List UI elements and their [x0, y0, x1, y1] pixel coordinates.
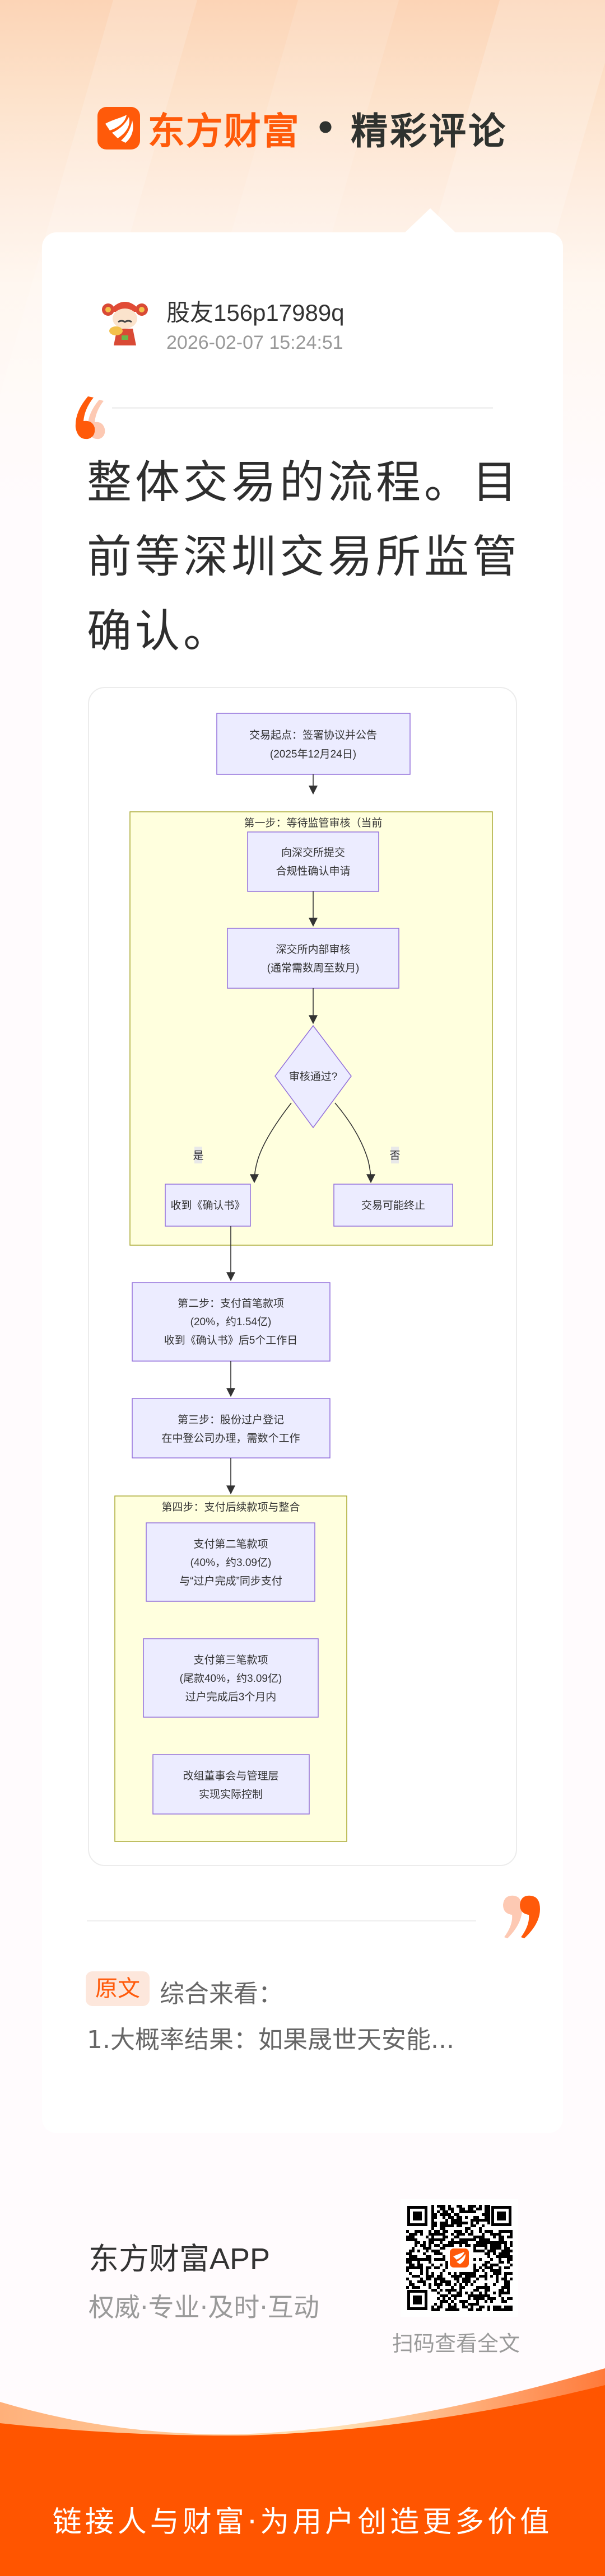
node-text: 支付第三笔款项: [193, 1654, 268, 1666]
node-text: (20%，约1.54亿): [190, 1316, 272, 1328]
node-text: 交易可能终止: [361, 1199, 425, 1212]
footer-slogan: 链接人与财富·为用户创造更多价值: [52, 2505, 553, 2539]
step3-node: 第三步：股份过户登记 在中登公司办理，需数个工作: [132, 1398, 331, 1458]
flowchart-image[interactable]: .node { fill: #ececff; stroke: #9370db; …: [88, 687, 517, 1866]
avatar[interactable]: [97, 294, 153, 350]
app-name: 东方财富APP: [89, 2242, 271, 2276]
original-text-line[interactable]: 综合来看：: [160, 1980, 283, 2008]
original-text-badge: 原文: [86, 1971, 150, 2006]
yes-label: 是: [193, 1150, 203, 1162]
node-text: 交易起点：签署协议并公告: [249, 729, 377, 741]
close-quote-icon: [503, 1895, 540, 1938]
timestamp: 2026-02-07 15:24:51: [166, 332, 343, 353]
qr-caption: 扫码查看全文: [392, 2331, 520, 2356]
start-node: 交易起点：签署协议并公告 (2025年12月24日): [216, 713, 411, 775]
edge-yes: [250, 1102, 292, 1184]
open-quote-icon: [75, 396, 105, 440]
group-title: 第一步：等待监管审核（当前: [244, 817, 382, 829]
node-text: 收到《确认书》: [170, 1199, 245, 1212]
step2-node: 第二步：支付首笔款项 (20%，约1.54亿) 收到《确认书》后5个工作日: [132, 1282, 331, 1362]
footer-wave: [0, 2368, 605, 2576]
node-text: 深交所内部审核: [276, 943, 350, 956]
god-of-wealth-avatar-icon: [102, 302, 148, 345]
page-header: 东方财富 • 精彩评论: [0, 103, 605, 153]
payment3-node: 支付第三笔款项 (尾款40%，约3.09亿) 过户完成后3个月内: [143, 1638, 319, 1718]
comment-text: 整体交易的流程。目前等深圳交易所监管确认。: [87, 456, 520, 657]
control-node: 改组董事会与管理层 实现实际控制: [152, 1754, 310, 1815]
comment-card: 股友156p17989q 2026-02-07 15:24:51 整体交易的流程…: [42, 232, 563, 2133]
card-pointer: [403, 208, 457, 234]
edge-no: [334, 1102, 375, 1184]
node-text: (尾款40%，约3.09亿): [180, 1672, 282, 1685]
node-text: 过户完成后3个月内: [185, 1691, 277, 1703]
node-text: 收到《确认书》后5个工作日: [164, 1334, 298, 1347]
node-text: 在中登公司办理，需数个工作: [161, 1432, 300, 1444]
section-title: 精彩评论: [351, 110, 508, 153]
username[interactable]: 股友156p17989q: [166, 300, 345, 326]
qr-code-icon: [406, 2205, 513, 2311]
app-tagline: 权威·专业·及时·互动: [89, 2292, 319, 2322]
node-text: 第三步：股份过户登记: [178, 1414, 284, 1426]
confirmation-node: 收到《确认书》: [165, 1184, 251, 1227]
qr-code[interactable]: [401, 2199, 518, 2317]
no-label: 否: [389, 1150, 400, 1162]
node-text: 实现实际控制: [199, 1788, 263, 1801]
terminate-node: 交易可能终止: [333, 1184, 453, 1227]
node-text: 审核通过?: [289, 1070, 338, 1083]
no-label-bg: [391, 1147, 399, 1163]
group-title: 第四步：支付后续款项与整合: [161, 1501, 300, 1513]
eastmoney-logo-icon: [97, 107, 140, 149]
node-text: 改组董事会与管理层: [183, 1770, 278, 1782]
decision-node: 审核通过?: [274, 1025, 352, 1129]
divider: [112, 407, 493, 409]
submit-node: 向深交所提交 合规性确认申请: [247, 831, 379, 892]
node-text: 合规性确认申请: [276, 865, 350, 877]
brand-name: 东方财富: [147, 110, 300, 153]
divider: [87, 1920, 476, 1922]
node-text: (40%，约3.09亿): [190, 1556, 272, 1569]
payment2-node: 支付第二笔款项 (40%，约3.09亿) 与“过户完成”同步支付: [146, 1522, 315, 1602]
node-text: 支付第二笔款项: [193, 1538, 268, 1550]
header-separator: •: [314, 109, 337, 148]
yes-label-bg: [194, 1147, 202, 1163]
review-node: 深交所内部审核 (通常需数周至数月): [227, 928, 399, 989]
node-text: 第二步：支付首笔款项: [178, 1297, 284, 1310]
node-text: 向深交所提交: [281, 847, 345, 859]
node-text: (通常需数周至数月): [267, 962, 360, 974]
node-text: (2025年12月24日): [270, 748, 356, 760]
flowchart-diagram: .node { fill: #ececff; stroke: #9370db; …: [114, 713, 493, 1842]
original-text-line[interactable]: 1.大概率结果：如果晟世天安能...: [87, 2026, 454, 2054]
node-text: 与“过户完成”同步支付: [179, 1575, 282, 1587]
